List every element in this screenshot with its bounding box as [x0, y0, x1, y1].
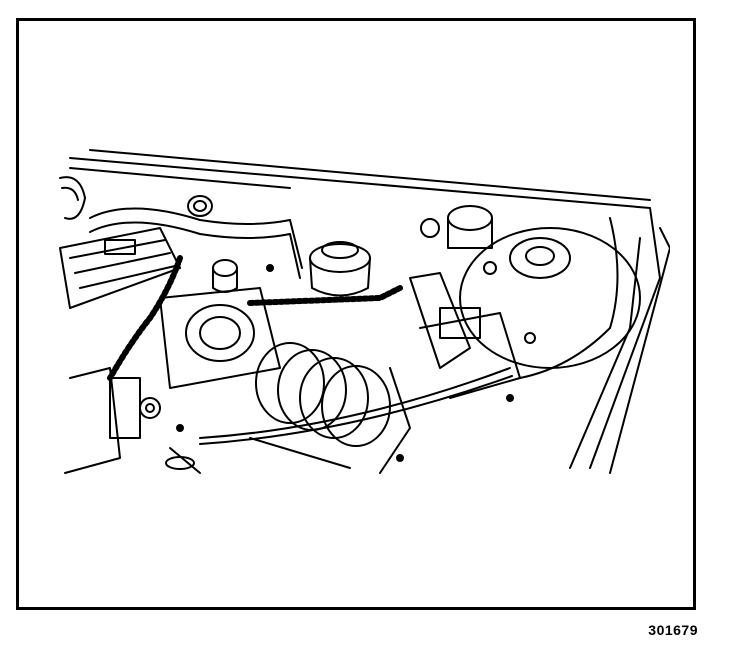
air-intake-duct	[249, 342, 391, 469]
brake-booster	[459, 227, 641, 369]
engine-compartment-illustration	[59, 149, 670, 474]
wire-loom-left	[107, 255, 183, 381]
figure-code: 301679	[648, 622, 698, 638]
left-fender	[59, 176, 86, 220]
upper-radiator-hose	[89, 207, 303, 279]
valve-cover	[59, 227, 181, 309]
radiator-cap	[187, 195, 213, 217]
hood-edge-lines	[69, 149, 670, 474]
bolts	[176, 264, 514, 462]
coolant-reservoir	[309, 241, 371, 297]
small-cap	[212, 259, 238, 293]
lower-engine-parts	[64, 367, 411, 474]
master-cylinder	[420, 205, 493, 249]
actuator-bracket	[409, 272, 521, 399]
wire-loom-center	[247, 285, 403, 306]
figure-frame	[16, 18, 696, 610]
throttle-cables	[199, 217, 619, 445]
